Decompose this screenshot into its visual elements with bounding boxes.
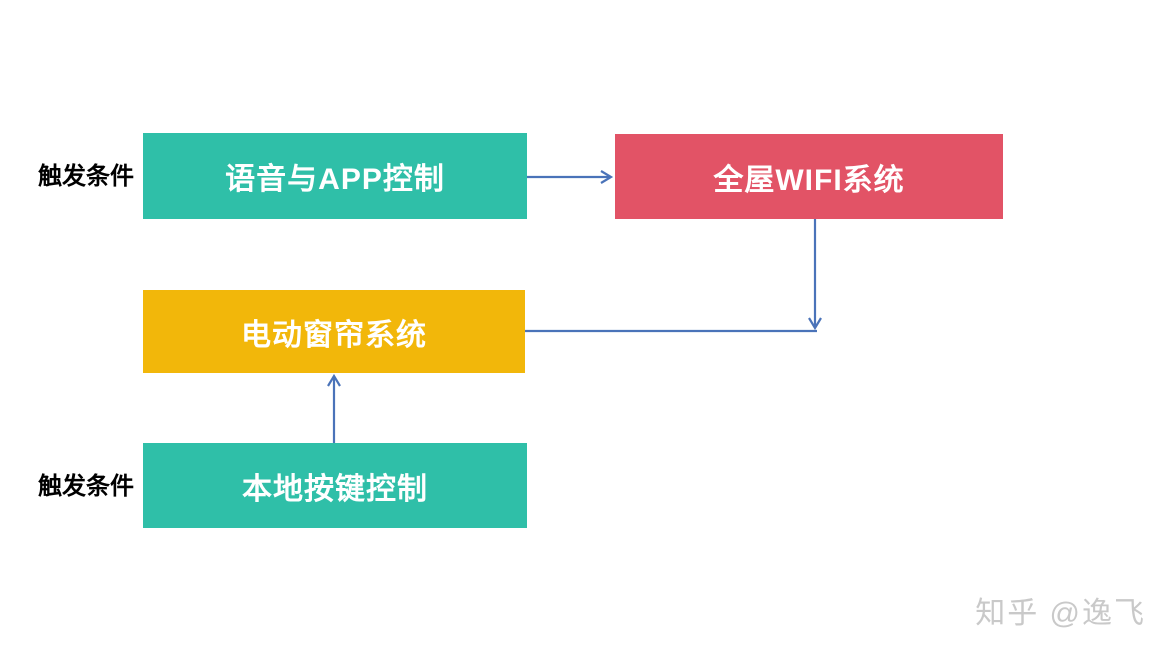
- node-curtain-system: 电动窗帘系统: [143, 290, 525, 373]
- node-local-button-control: 本地按键控制: [143, 443, 527, 528]
- node-curtain-system-label: 电动窗帘系统: [241, 318, 427, 352]
- node-wifi-system: 全屋WIFI系统: [615, 134, 1003, 219]
- trigger-condition-label-bottom: 触发条件: [38, 473, 134, 500]
- node-local-button-control-label: 本地按键控制: [242, 472, 428, 506]
- zhihu-watermark: 知乎 @逸飞: [975, 597, 1146, 630]
- trigger-condition-label-top: 触发条件: [38, 163, 134, 190]
- node-wifi-system-label: 全屋WIFI系统: [713, 163, 905, 197]
- node-voice-app-control: 语音与APP控制: [143, 133, 527, 219]
- node-voice-app-control-label: 语音与APP控制: [225, 163, 445, 196]
